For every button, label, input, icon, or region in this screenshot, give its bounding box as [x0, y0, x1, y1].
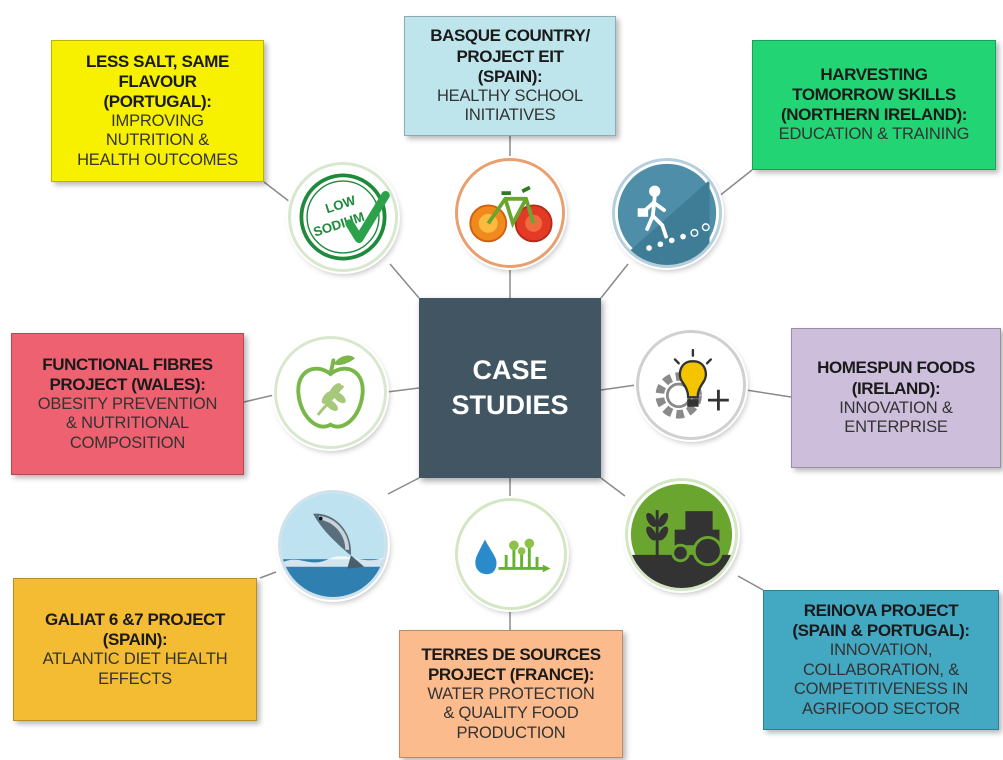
jumping-fish-icon	[278, 490, 388, 600]
case-studies-center: CASE STUDIES	[419, 298, 601, 478]
case-description: WATER PROTECTION & QUALITY FOOD PRODUCTI…	[427, 684, 595, 742]
case-box-functional-fibres: FUNCTIONAL FIBRES PROJECT (WALES): OBESI…	[11, 333, 244, 475]
case-heading: FUNCTIONAL FIBRES PROJECT (WALES):	[42, 354, 213, 394]
case-heading: HARVESTING TOMORROW SKILLS (NORTHERN IRE…	[781, 65, 967, 125]
case-box-harvesting-tomorrow: HARVESTING TOMORROW SKILLS (NORTHERN IRE…	[752, 40, 996, 170]
case-box-galiat: GALIAT 6 &7 PROJECT (SPAIN): ATLANTIC DI…	[13, 578, 257, 721]
case-description: ATLANTIC DIET HEALTH EFFECTS	[42, 650, 228, 688]
case-description: EDUCATION & TRAINING	[778, 125, 970, 144]
case-description: INNOVATION, COLLABORATION, & COMPETITIVE…	[793, 641, 969, 718]
case-box-basque-country: BASQUE COUNTRY/ PROJECT EIT (SPAIN): HEA…	[404, 16, 616, 136]
case-description: OBESITY PREVENTION & NUTRITIONAL COMPOSI…	[37, 394, 218, 452]
case-heading: LESS SALT, SAME FLAVOUR (PORTUGAL):	[86, 51, 229, 111]
case-heading: TERRES DE SOURCES PROJECT (FRANCE):	[421, 644, 601, 684]
lightbulb-gear-icon	[636, 330, 746, 440]
case-heading: BASQUE COUNTRY/ PROJECT EIT (SPAIN):	[430, 26, 590, 86]
case-heading: GALIAT 6 &7 PROJECT (SPAIN):	[44, 609, 226, 650]
case-heading: REINOVA PROJECT (SPAIN & PORTUGAL):	[792, 601, 970, 641]
case-box-terres-de-sources: TERRES DE SOURCES PROJECT (FRANCE): WATE…	[399, 630, 623, 758]
water-drop-plant-icon	[455, 498, 567, 610]
case-heading: HOMESPUN FOODS (IRELAND):	[817, 358, 975, 398]
low-sodium-icon: LOW SODIUM	[288, 162, 398, 272]
case-description: INNOVATION & ENTERPRISE	[839, 398, 953, 437]
vegetable-bicycle-icon	[455, 158, 565, 268]
case-box-less-salt: LESS SALT, SAME FLAVOUR (PORTUGAL): IMPR…	[51, 40, 264, 182]
case-description: IMPROVING NUTRITION & HEALTH OUTCOMES	[77, 111, 238, 169]
wheat-tractor-icon	[625, 478, 738, 591]
case-description: HEALTHY SCHOOL INITIATIVES	[436, 86, 584, 125]
case-box-homespun-foods: HOMESPUN FOODS (IRELAND): INNOVATION & E…	[791, 328, 1001, 468]
apple-wheat-icon	[274, 336, 387, 449]
climbing-steps-icon	[612, 158, 722, 268]
case-box-reinova: REINOVA PROJECT (SPAIN & PORTUGAL): INNO…	[763, 590, 999, 730]
